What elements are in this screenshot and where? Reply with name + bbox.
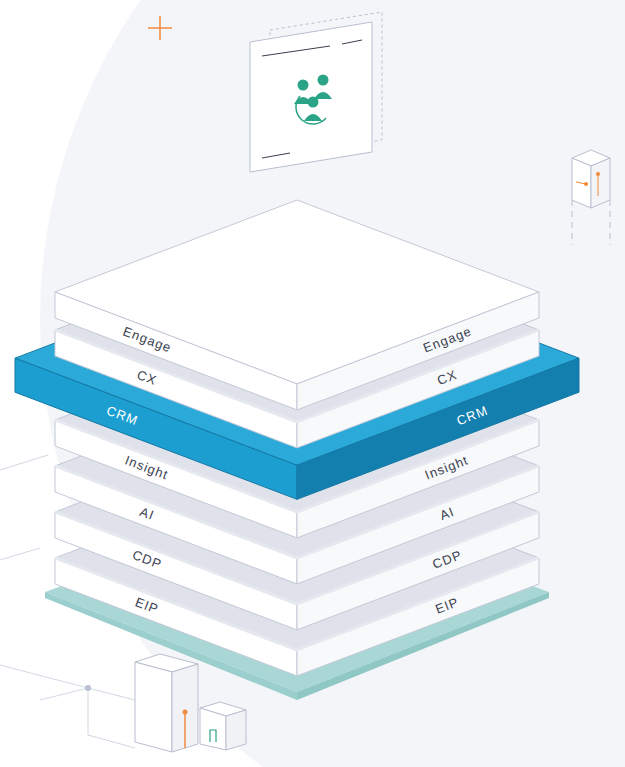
- small-cube: [572, 150, 610, 245]
- layer-right-face: [297, 558, 539, 676]
- layer-top: [55, 466, 539, 650]
- orange-cross: [148, 16, 172, 40]
- floating-card: [250, 12, 382, 172]
- background-circle: [40, 0, 625, 767]
- stack-layer: EngageEngage: [55, 200, 539, 410]
- layer-shadow: [55, 558, 539, 650]
- server-icons: [135, 654, 246, 752]
- layer-shape: [55, 200, 539, 410]
- wire-dot: [85, 685, 91, 691]
- layer-left-face: [55, 558, 297, 676]
